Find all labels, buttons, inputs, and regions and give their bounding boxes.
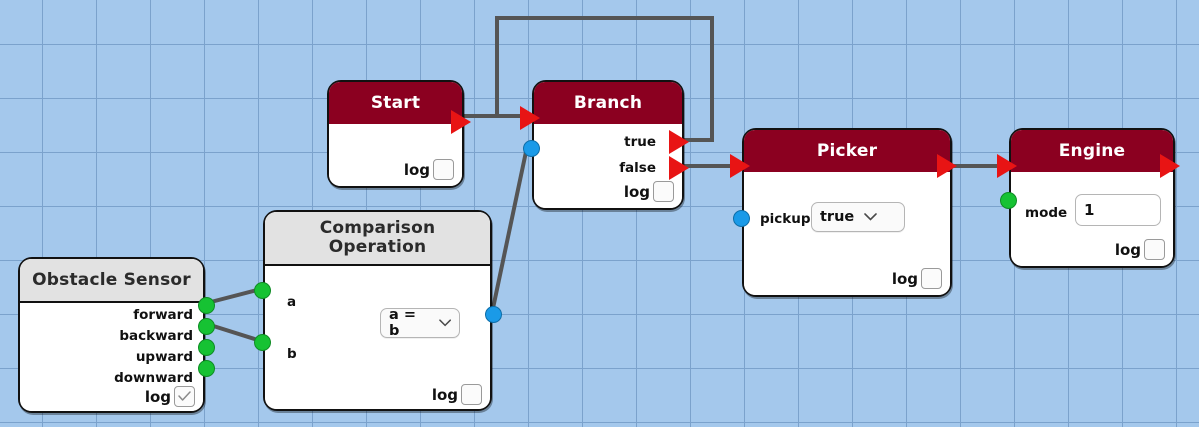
sensor-log-checkbox[interactable] xyxy=(174,386,195,407)
sensor-log-row[interactable]: log xyxy=(145,386,195,407)
engine-log-checkbox[interactable] xyxy=(1144,239,1165,260)
node-branch-header: Branch xyxy=(534,82,682,124)
picker-pickup-select[interactable]: true xyxy=(811,202,905,232)
chevron-down-icon xyxy=(438,319,451,327)
comparison-log-checkbox[interactable] xyxy=(461,384,482,405)
branch-log-label: log xyxy=(623,182,650,201)
node-picker[interactable]: Picker pickup true log xyxy=(730,128,957,297)
branch-exec-input-arrow[interactable] xyxy=(520,106,540,130)
node-engine-title: Engine xyxy=(1058,141,1126,161)
branch-false-output-arrow[interactable] xyxy=(669,156,689,180)
branch-condition-input-port[interactable] xyxy=(523,140,540,157)
node-picker-header: Picker xyxy=(744,130,950,172)
node-obstacle-sensor-header: Obstacle Sensor xyxy=(20,259,203,303)
branch-true-output-arrow[interactable] xyxy=(669,130,689,154)
start-log-checkbox[interactable] xyxy=(433,159,454,180)
comparison-operator-value: a = b xyxy=(389,307,416,339)
node-obstacle-sensor-title: Obstacle Sensor xyxy=(32,270,191,290)
wire-comparison-to-branch-condition xyxy=(490,146,529,314)
picker-log-label: log xyxy=(891,269,918,288)
node-branch-title: Branch xyxy=(573,93,643,113)
picker-log-checkbox[interactable] xyxy=(921,268,942,289)
comparison-log-row[interactable]: log xyxy=(432,384,482,405)
branch-output-label-true: true xyxy=(624,134,656,150)
node-picker-title: Picker xyxy=(816,141,878,161)
wire-forward-to-a xyxy=(206,287,262,305)
start-exec-output-arrow[interactable] xyxy=(451,110,471,134)
wire-backward-to-b xyxy=(206,322,262,343)
comparison-port-a[interactable] xyxy=(254,282,271,299)
engine-exec-input-arrow[interactable] xyxy=(997,154,1017,178)
comparison-log-label: log xyxy=(431,385,458,404)
checkmark-icon xyxy=(178,391,191,401)
sensor-port-forward[interactable] xyxy=(198,297,215,314)
picker-log-row[interactable]: log xyxy=(892,268,942,289)
sensor-port-upward[interactable] xyxy=(198,339,215,356)
sensor-output-label-upward: upward xyxy=(135,349,193,365)
engine-mode-value: 1 xyxy=(1084,201,1095,219)
node-comparison-operation[interactable]: Comparison Operation a b a = b log xyxy=(254,210,502,411)
node-comparison-operation-title-line1: Comparison xyxy=(319,218,436,238)
comparison-operator-select[interactable]: a = b xyxy=(380,307,460,339)
node-branch[interactable]: Branch true false log xyxy=(520,80,689,210)
node-comparison-operation-header: Comparison Operation xyxy=(265,212,490,266)
engine-mode-label: mode xyxy=(1025,205,1068,221)
engine-mode-input[interactable]: 1 xyxy=(1075,194,1161,226)
sensor-port-backward[interactable] xyxy=(198,318,215,335)
picker-pickup-input-port[interactable] xyxy=(733,210,750,227)
sensor-port-downward[interactable] xyxy=(198,360,215,377)
engine-log-label: log xyxy=(1114,240,1141,259)
node-engine[interactable]: Engine mode 1 log xyxy=(997,128,1180,268)
comparison-input-label-b: b xyxy=(287,346,297,362)
node-comparison-operation-title-line2: Operation xyxy=(328,237,427,257)
comparison-result-output-port[interactable] xyxy=(485,306,502,323)
start-log-row[interactable]: log xyxy=(404,159,454,180)
picker-exec-output-arrow[interactable] xyxy=(937,154,957,178)
branch-log-checkbox[interactable] xyxy=(653,181,674,202)
node-obstacle-sensor[interactable]: Obstacle Sensor forward backward upward … xyxy=(18,257,215,413)
node-engine-header: Engine xyxy=(1011,130,1173,172)
engine-log-row[interactable]: log xyxy=(1115,239,1165,260)
engine-mode-input-port[interactable] xyxy=(1000,192,1017,209)
comparison-input-label-a: a xyxy=(287,294,297,310)
sensor-log-label: log xyxy=(144,387,171,406)
branch-log-row[interactable]: log xyxy=(624,181,674,202)
engine-exec-output-arrow[interactable] xyxy=(1160,154,1180,178)
start-log-label: log xyxy=(403,160,430,179)
node-start-title: Start xyxy=(370,93,421,113)
branch-output-label-false: false xyxy=(619,160,656,176)
picker-pickup-label: pickup xyxy=(760,211,811,227)
sensor-output-label-forward: forward xyxy=(133,307,193,323)
comparison-port-b[interactable] xyxy=(254,334,271,351)
sensor-output-label-backward: backward xyxy=(119,328,193,344)
node-start[interactable]: Start log xyxy=(327,80,471,188)
sensor-output-label-downward: downward xyxy=(114,370,193,386)
picker-pickup-value: true xyxy=(820,209,855,225)
picker-exec-input-arrow[interactable] xyxy=(730,154,750,178)
chevron-down-icon xyxy=(864,213,878,221)
node-start-header: Start xyxy=(329,82,462,124)
